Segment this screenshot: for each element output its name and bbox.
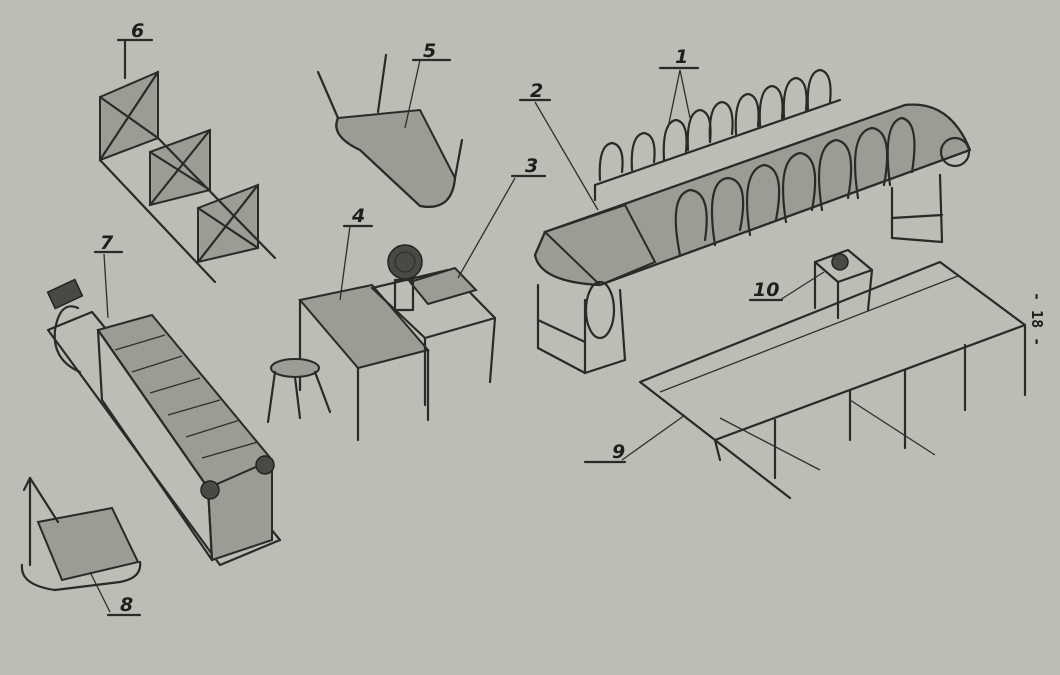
label-1: 1: [675, 46, 688, 68]
label-7: 7: [100, 232, 114, 254]
item-8-platform-scale: [20, 476, 142, 617]
item-2-overhead-conveyor: [518, 66, 972, 375]
page-number: - 18 -: [1028, 292, 1046, 346]
label-8: 8: [120, 594, 133, 616]
label-10: 10: [753, 279, 779, 301]
label-9: 9: [612, 441, 625, 463]
part-labels: 6 5 1 2 3 4 7 10 9 8: [100, 20, 779, 616]
item-3-scale-table: [370, 174, 547, 407]
label-6: 6: [131, 20, 144, 42]
label-4: 4: [351, 205, 365, 227]
label-3: 3: [525, 155, 538, 177]
item-6-pens: [98, 38, 277, 284]
label-5: 5: [423, 40, 436, 62]
item-4-table: [266, 224, 430, 442]
item-5-trough: [316, 53, 464, 208]
label-2: 2: [530, 80, 543, 102]
item-9-bench: [583, 260, 1027, 500]
item-7-conveyor: [46, 250, 282, 567]
